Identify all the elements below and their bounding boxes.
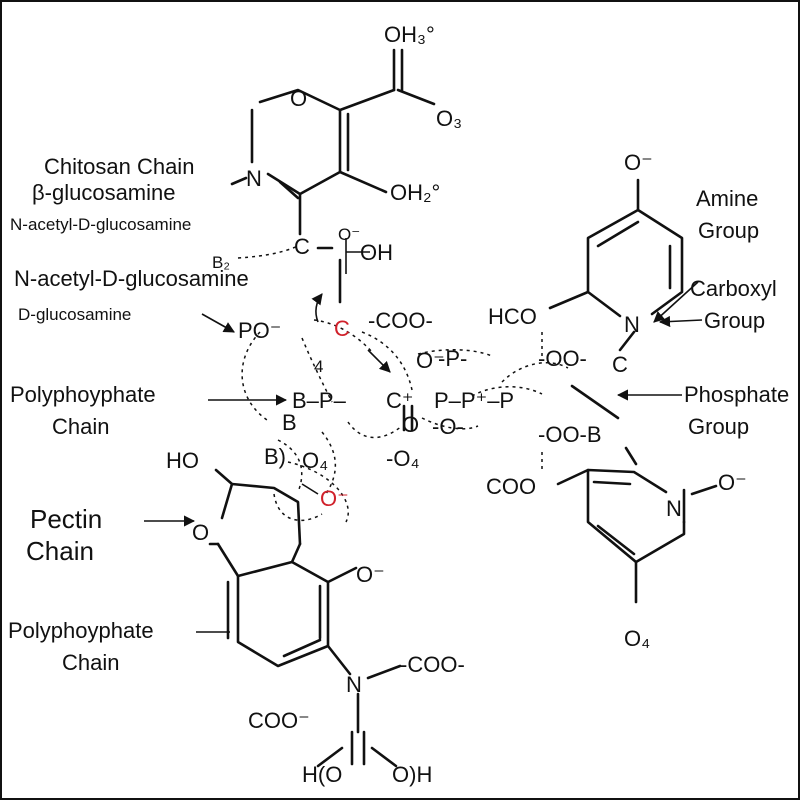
polyphosphate-label-1: Polyphoyphate: [10, 382, 156, 407]
o4-mid-atom: -O₄: [386, 446, 419, 471]
o-pectin-atom: O: [192, 520, 209, 545]
n-o-atom: N: [666, 496, 682, 521]
p-top-atom: -P-: [438, 346, 467, 371]
o3-atom: O₃: [436, 106, 462, 131]
c-right-atom: C: [612, 352, 628, 377]
coo-mid-atom: -COO-: [368, 308, 433, 333]
carboxyl-label: Carboxyl: [690, 276, 777, 301]
top-c-branch: [237, 238, 370, 304]
o-red-atom: O⁻: [320, 486, 349, 511]
right-upper-ring: [541, 178, 703, 358]
c-top-atom: C: [294, 234, 310, 259]
num4-label: 4: [314, 357, 323, 376]
coo-right-atom: COO: [486, 474, 536, 499]
phosphate-label: Phosphate: [684, 382, 789, 407]
polyphosphate-label-2b: Chain: [62, 650, 119, 675]
n-bottom-atom: N: [346, 672, 362, 697]
b2-atom: B₂: [212, 253, 230, 272]
right-lower-ring: [501, 361, 718, 604]
o-h-right-atom: O)H: [392, 762, 432, 787]
c-red-atom: C: [334, 316, 350, 341]
pectin-label-b: Chain: [26, 536, 94, 566]
polyphosphate-label-1b: Chain: [52, 414, 109, 439]
pectin-ring: [208, 468, 402, 768]
oo-b-atom: -OO-B: [538, 422, 602, 447]
amine-label: Amine: [696, 186, 758, 211]
beta-glucosamine-label: β-glucosamine: [32, 180, 176, 205]
o4-right-atom: O₄: [624, 626, 650, 651]
coo-bottom-left-atom: COO⁻: [248, 708, 310, 733]
b-p-atom: B–P–: [292, 388, 347, 413]
oh3-atom: OH₃°: [384, 22, 435, 47]
o-minus-tr-atom: O⁻: [624, 150, 653, 175]
hco-atom: HCO: [488, 304, 537, 329]
chitosan-label: Chitosan Chain: [44, 154, 194, 179]
o-minus-r2-atom: O⁻: [718, 470, 747, 495]
label-arrows: [144, 313, 288, 633]
b-small-atom: B: [282, 410, 297, 435]
o-top-atom: O: [290, 86, 307, 111]
oo-top-atom: -OO-: [538, 346, 587, 371]
h-o-left-atom: H(O: [302, 762, 342, 787]
po-minus-atom: PO⁻: [238, 318, 281, 343]
c-plus-atom: C⁺: [386, 388, 414, 413]
nacetyl-label-small: N-acetyl-D-glucosamine: [10, 215, 191, 234]
n-right-atom: N: [624, 312, 640, 337]
b-paren-atom: B): [264, 444, 286, 469]
ho-atom: HO: [166, 448, 199, 473]
carboxyl-label-b: Group: [704, 308, 765, 333]
o-minus-top-atom: O⁻: [338, 225, 360, 244]
o-minus-pectin-atom: O⁻: [356, 562, 385, 587]
top-ring: [230, 48, 436, 236]
p-chain-atom: P–P⁺–P: [434, 388, 514, 413]
oh2-atom: OH₂°: [390, 180, 440, 205]
nacetyl-label: N-acetyl-D-glucosamine: [14, 266, 249, 291]
o-mid-atom: -O-: [432, 414, 464, 439]
central-chain: [241, 293, 543, 523]
o4-left-atom: O₄: [302, 448, 328, 473]
oh-right-atom: OH: [360, 240, 393, 265]
n-ring-atom: N: [246, 166, 262, 191]
pectin-label: Pectin: [30, 504, 102, 534]
coo-bottom-right-atom: -COO-: [400, 652, 465, 677]
d-glucosamine-label: D-glucosamine: [18, 305, 131, 324]
polyphosphate-label-2: Polyphoyphate: [8, 618, 154, 643]
o-down-atom: O: [402, 412, 419, 437]
o-minus-dash-atom: O⁻: [416, 348, 445, 373]
phosphate-label-b: Group: [688, 414, 749, 439]
amine-label-b: Group: [698, 218, 759, 243]
